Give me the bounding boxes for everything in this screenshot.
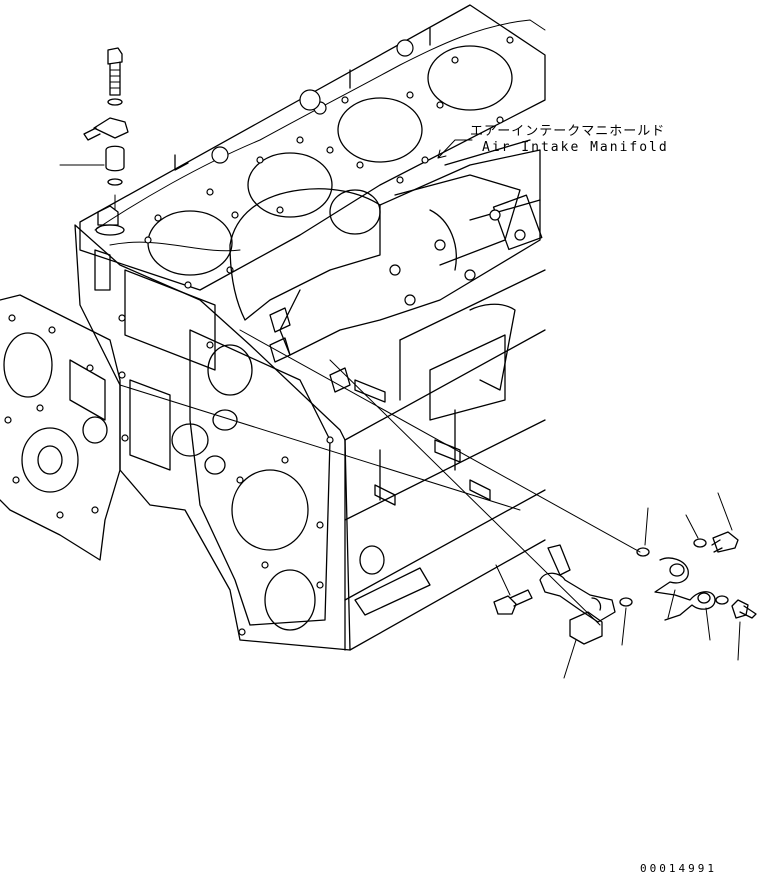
hex-bolt-icon (107, 47, 123, 65)
spacer-icon (105, 145, 125, 172)
leader-line (563, 639, 577, 679)
leader-line (495, 564, 511, 596)
drawing-number: 00014991 (640, 862, 717, 875)
banjo-fitting-icon (93, 117, 129, 139)
front-cover-plate (0, 294, 121, 561)
washer-icon (619, 597, 633, 607)
hex-bolt-icon (493, 595, 517, 615)
deck-bolt-holes (144, 36, 514, 274)
washer-icon (107, 98, 123, 106)
tube-assembly (119, 329, 757, 679)
washer-icon (636, 547, 650, 557)
leader-line (705, 607, 711, 641)
cylinder-bores (147, 45, 513, 276)
cylinder-bore-2 (247, 152, 333, 218)
leader-line (737, 621, 741, 661)
assembly-axis (239, 329, 641, 553)
washer-icon (693, 538, 707, 548)
hex-bolt-icon (731, 599, 749, 619)
hex-bolt-icon (712, 531, 739, 553)
cylinder-bore-4 (427, 45, 513, 111)
callout-label-en: Air Intake Manifold (482, 140, 669, 155)
manifold-callout-leader (437, 139, 473, 159)
leader-line (621, 607, 627, 646)
leader-line (717, 492, 733, 531)
leader-line (685, 514, 699, 539)
leader-line (644, 507, 649, 546)
callout-label-jp: エアーインテークマニホールド (470, 124, 666, 139)
head-bolt-assembly (59, 47, 129, 236)
pipe-clamp-icon (569, 611, 603, 645)
cylinder-bore-3 (337, 97, 423, 163)
washer-icon (107, 178, 123, 186)
pipe-bracket-icon (539, 572, 616, 623)
cylinder-block-side (344, 269, 546, 651)
eye-joint-icon (654, 557, 716, 621)
air-intake-manifold (229, 139, 543, 393)
washer-icon (715, 595, 729, 605)
cylinder-block-top-deck (79, 4, 546, 291)
leader-line (667, 589, 676, 619)
front-gear-housing (74, 224, 351, 651)
